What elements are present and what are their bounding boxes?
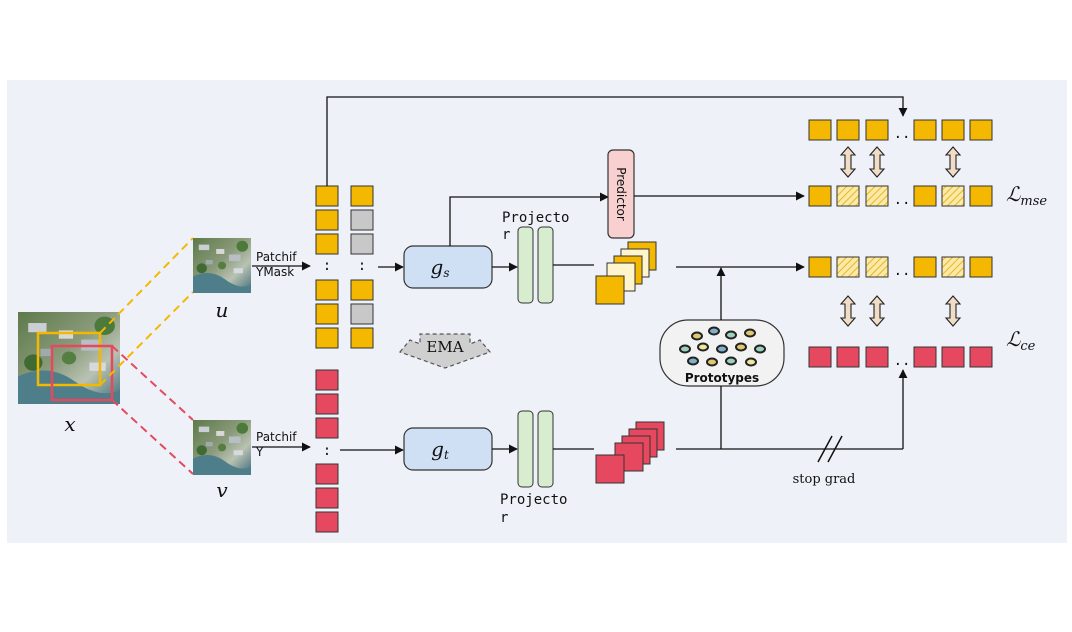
token [315,303,339,325]
patchify-mask-label-1: Patchif [256,250,297,264]
projector-top-label-2: r [502,227,510,243]
token [350,185,374,207]
token [836,119,860,141]
diagram-panel [7,80,1067,543]
label-v: v [216,478,228,502]
stop-grad-label: stop grad [793,472,856,487]
predicted-token [941,256,965,278]
aerial-image-icon [193,420,251,475]
teacher-token-column: : [315,369,339,533]
token [315,487,339,509]
token [941,119,965,141]
loss-ce-label: ℒce [1006,327,1036,354]
predicted-token [865,256,889,278]
teacher-encoder: gt [403,427,493,471]
token [315,279,339,301]
token [315,511,339,533]
projector-bottom-label-1: Projecto [500,492,567,508]
token [969,346,993,368]
arrow-icon [449,192,609,246]
predicted-token [836,256,860,278]
teacher-feature-stack [595,421,665,484]
double-arrow-icon [839,146,962,327]
label-u: u [216,298,229,322]
masked-token [350,233,374,255]
ema-label: EMA [426,338,463,356]
token [836,346,860,368]
token [941,346,965,368]
token [808,346,832,368]
student-assignment-row: .. [808,256,993,279]
student-feature-stack [595,241,657,305]
token [808,256,832,278]
predictor: Predictor [607,149,635,239]
token [969,119,993,141]
aerial-image-icon [193,238,251,293]
input-image-x [18,312,120,404]
prototypes-label: Prototypes [685,371,759,385]
token [315,185,339,207]
token [913,256,937,278]
token [913,119,937,141]
token [315,209,339,231]
token [315,393,339,415]
prediction-row: .. [808,185,993,208]
token [350,279,374,301]
token [315,369,339,391]
student-projector [517,226,554,304]
masked-token [350,303,374,325]
token [865,119,889,141]
predictor-label: Predictor [614,167,628,221]
teacher-encoder-label: gt [431,437,449,462]
prototypes: Prototypes [659,319,785,387]
token [808,185,832,207]
crop-lines [99,237,194,475]
token [315,233,339,255]
masked-token-column: : [350,185,374,349]
arrow-icon [326,96,908,186]
loss-mse-label: ℒmse [1006,182,1047,209]
student-encoder: gs [403,245,493,289]
teacher-assignment-row: .. [808,346,993,369]
row-ellipsis: .. [894,263,911,279]
student-encoder-label: gs [431,255,450,280]
token [969,185,993,207]
ema-arrow: EMA [398,333,492,369]
stop-grad-icon [817,435,843,463]
patchify-mask-label-2: YMask [255,265,294,279]
teacher-projector [517,410,554,488]
aerial-image-icon [18,312,120,404]
row-ellipsis: .. [894,192,911,208]
predicted-token [941,185,965,207]
masked-token [350,209,374,231]
column-ellipsis: : [358,258,366,274]
target-row: .. [808,119,993,142]
column-ellipsis: : [323,258,331,274]
view-u-crop [36,331,102,387]
token [865,346,889,368]
predicted-token [836,185,860,207]
token [913,185,937,207]
patchify-label-1: Patchif [256,430,297,444]
token [315,327,339,349]
label-x: x [64,412,75,436]
student-token-column: : [315,185,339,349]
column-ellipsis: : [323,443,331,459]
view-v-image [193,420,251,475]
patchify-label-2: Y [255,445,264,459]
token [315,463,339,485]
token [913,346,937,368]
projector-bottom-label-2: r [500,510,508,526]
projector-top-label-1: Projecto [502,210,569,226]
token [969,256,993,278]
token [808,119,832,141]
row-ellipsis: .. [894,353,911,369]
view-u-image [193,238,251,293]
predicted-token [865,185,889,207]
prototype-dots [679,326,766,367]
row-ellipsis: .. [894,126,911,142]
token [350,327,374,349]
token [315,417,339,439]
